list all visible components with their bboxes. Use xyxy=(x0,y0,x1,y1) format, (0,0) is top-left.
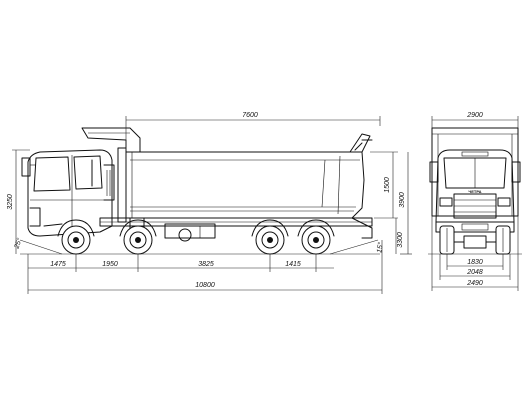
dim-body-height: 1500 xyxy=(384,177,391,193)
tipper-body xyxy=(81,127,373,223)
grille-logo: ЧЕТРА xyxy=(468,189,481,194)
dim-cab-height-front: 3900 xyxy=(399,192,406,208)
dim-front-width: 2900 xyxy=(466,112,483,119)
dim-wheelbase-mid: 3825 xyxy=(198,261,214,268)
wheel-rear-2 xyxy=(301,225,331,255)
cab xyxy=(21,149,115,237)
dim-track-rear: 1830 xyxy=(467,259,483,266)
front-view: ЧЕТРА xyxy=(428,127,522,255)
dim-overall-height: 3250 xyxy=(7,194,14,210)
dim-front-overhang: 1475 xyxy=(50,261,66,268)
side-view xyxy=(19,127,380,255)
dim-overall-width: 2490 xyxy=(466,280,483,287)
wheel-rear-1 xyxy=(255,225,285,255)
wheel-front-1 xyxy=(61,225,91,255)
dim-wheelbase-front: 1950 xyxy=(102,261,118,268)
wheel-front-2 xyxy=(123,225,153,255)
dim-approach-angle: 25° xyxy=(12,237,24,251)
wheels xyxy=(57,219,335,255)
dim-body-length: 7600 xyxy=(242,112,258,119)
dim-body-floor-height: 3300 xyxy=(397,232,404,248)
dim-rear-axle-spacing: 1415 xyxy=(285,261,301,268)
dim-departure-angle: 15° xyxy=(375,242,385,254)
dim-track-front: 2048 xyxy=(466,269,483,276)
side-dimensions: 7600 3250 25° 1500 3900 3300 15° 1475 19… xyxy=(7,112,412,294)
chassis-frame xyxy=(99,217,373,242)
front-dimensions: 2900 1830 2048 2490 xyxy=(431,112,519,291)
dim-overall-length: 10800 xyxy=(195,282,215,289)
